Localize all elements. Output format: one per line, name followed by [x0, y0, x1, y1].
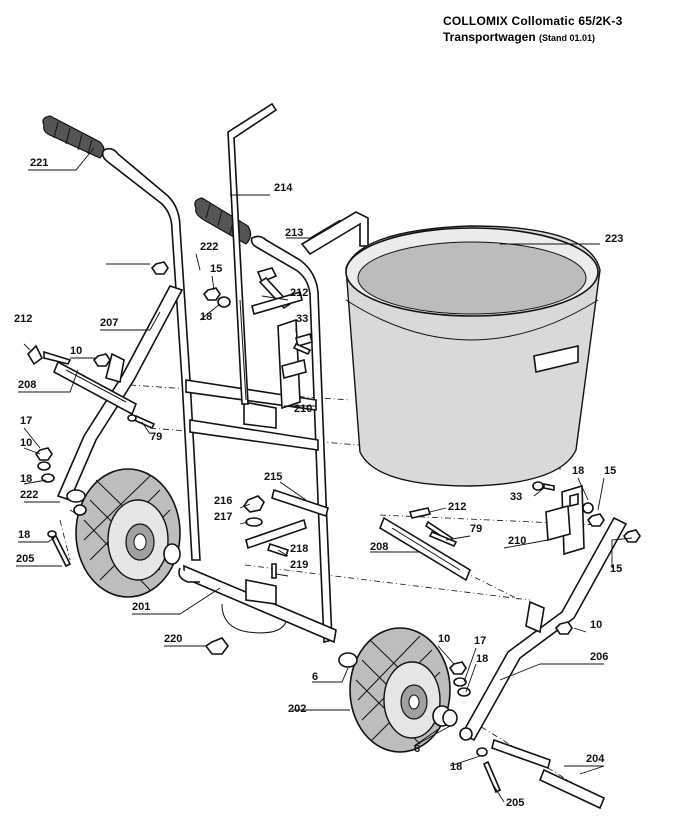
label-33-right: 33 — [510, 491, 522, 503]
label-212-top: 212 — [290, 287, 308, 299]
leader-lines — [16, 147, 633, 803]
label-18-left: 18 — [20, 473, 32, 485]
label-15-far-right: 15 — [610, 563, 622, 575]
label-10-lower: 10 — [20, 437, 32, 449]
grip-221 — [42, 115, 105, 159]
label-18-bottom: 18 — [450, 761, 462, 773]
bracket-210-right — [545, 484, 585, 556]
label-18-top: 18 — [200, 311, 212, 323]
wingbolt-212-top — [251, 267, 303, 316]
label-212-left: 212 — [14, 313, 32, 325]
label-205-bottom: 205 — [506, 797, 524, 809]
wheel-left — [75, 468, 181, 598]
label-17-right: 17 — [474, 635, 486, 647]
label-18-right: 18 — [572, 465, 584, 477]
label-6-upper: 6 — [312, 671, 318, 683]
label-208-left: 208 — [18, 379, 36, 391]
subtitle: Transportwagen — [443, 30, 536, 44]
label-216: 216 — [214, 495, 232, 507]
rod-214 — [227, 102, 278, 405]
label-33-top: 33 — [296, 313, 308, 325]
stand-date: (Stand 01.01) — [539, 33, 596, 43]
title-block: COLLOMIX Collomatic 65/2K-3 Transportwag… — [443, 14, 622, 44]
bracket-213 — [300, 211, 369, 256]
parts-215-219 — [242, 488, 329, 579]
label-207: 207 — [100, 317, 118, 329]
brand: COLLOMIX — [443, 14, 508, 28]
label-10-left: 10 — [70, 345, 82, 357]
label-201: 201 — [132, 601, 150, 613]
bracket-210-left — [277, 318, 313, 410]
label-205-left: 205 — [16, 553, 34, 565]
label-222-left: 222 — [20, 489, 38, 501]
tub-223 — [345, 225, 601, 487]
grip-right — [194, 197, 252, 245]
label-214: 214 — [274, 182, 293, 194]
wheel-right — [349, 627, 451, 753]
label-221: 221 — [30, 157, 48, 169]
label-15-top: 15 — [210, 263, 222, 275]
label-15-right: 15 — [604, 465, 616, 477]
label-213: 213 — [285, 227, 303, 239]
label-215: 215 — [264, 471, 282, 483]
label-210-left: 210 — [294, 403, 312, 415]
strut-207 — [56, 285, 184, 501]
label-6-lower: 6 — [414, 743, 420, 755]
label-10-wheel: 10 — [438, 633, 450, 645]
label-17-left: 17 — [20, 415, 32, 427]
label-10-right: 10 — [590, 619, 602, 631]
hardware — [26, 261, 641, 810]
part-labels: 221 214 213 223 222 15 212 18 207 212 33… — [14, 157, 623, 809]
label-208-right: 208 — [370, 541, 388, 553]
label-222-top: 222 — [200, 241, 218, 253]
label-204: 204 — [586, 753, 605, 765]
label-18-wheel: 18 — [476, 653, 488, 665]
label-79-left: 79 — [150, 431, 162, 443]
label-210-right: 210 — [508, 535, 526, 547]
label-212-right: 212 — [448, 501, 466, 513]
model: Collomatic 65/2K-3 — [511, 14, 623, 28]
label-18-lower-left: 18 — [18, 529, 30, 541]
label-202: 202 — [288, 703, 306, 715]
label-220: 220 — [164, 633, 182, 645]
strut-206 — [460, 516, 628, 742]
label-79-right: 79 — [470, 523, 482, 535]
label-223: 223 — [605, 233, 623, 245]
plate-208-right — [379, 516, 471, 582]
label-218: 218 — [290, 543, 308, 555]
label-206: 206 — [590, 651, 608, 663]
label-217: 217 — [214, 511, 232, 523]
label-219: 219 — [290, 559, 308, 571]
